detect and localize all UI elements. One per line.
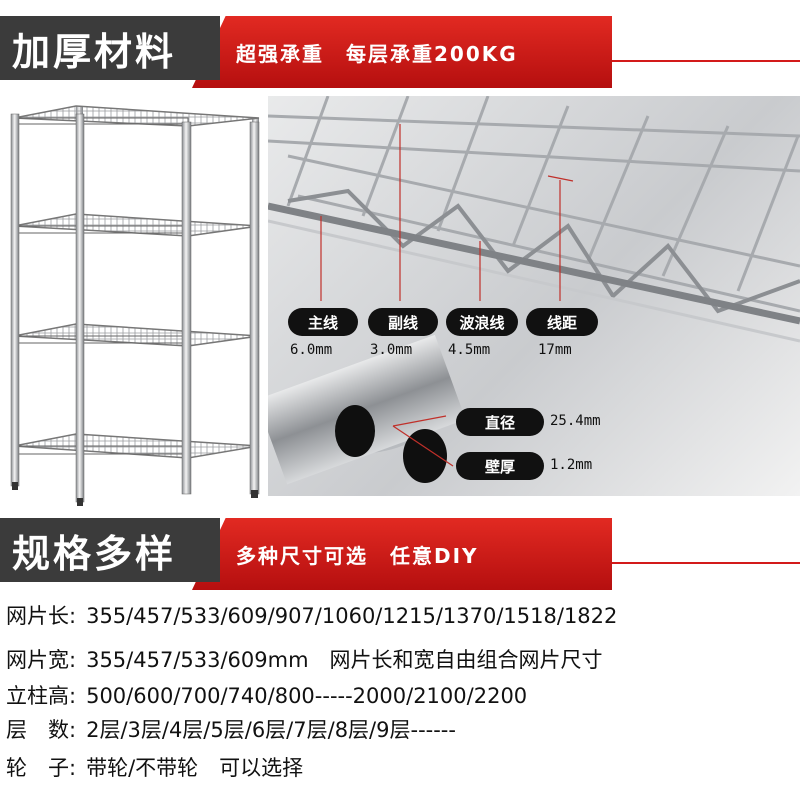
spec-row-pole-height: 立柱高: 500/600/700/740/800-----2000/2100/22… [6, 680, 527, 710]
spec-label: 立柱高: [6, 684, 77, 708]
banner-title: 加厚材料 [0, 16, 220, 80]
tube-spec-wall-label: 壁厚 [456, 452, 544, 480]
detail-photo-panel: 主线 副线 波浪线 线距 6.0mm 3.0mm 4.5mm 17mm 直径 2… [268, 96, 800, 496]
spec-label: 网片宽: [6, 648, 77, 672]
wire-spec-wave-label: 波浪线 [446, 308, 518, 336]
banner-subtitle: 多种尺寸可选 任意DIY [192, 518, 612, 590]
shelf-levels [13, 105, 260, 459]
spec-value: 500/600/700/740/800-----2000/2100/2200 [86, 684, 528, 708]
tube-spec-diameter-value: 25.4mm [550, 413, 601, 429]
wire-spec-sub-label: 副线 [368, 308, 438, 336]
tube-spec-wall-value: 1.2mm [550, 457, 593, 473]
wire-spec-spacing-value: 17mm [538, 342, 572, 358]
spec-value: 355/457/533/609mm 网片长和宽自由组合网片尺寸 [86, 648, 603, 672]
wire-spec-main-label: 主线 [288, 308, 358, 336]
banner-title: 规格多样 [0, 518, 220, 582]
wire-spec-wave-value: 4.5mm [448, 342, 491, 358]
spec-value: 2层/3层/4层/5层/6层/7层/8层/9层------ [86, 718, 456, 742]
banner-subtitle: 超强承重 每层承重200KG [192, 16, 612, 88]
wire-spec-main-value: 6.0mm [290, 342, 333, 358]
spec-row-wheels: 轮 子: 带轮/不带轮 可以选择 [6, 752, 303, 782]
spec-row-layers: 层 数: 2层/3层/4层/5层/6层/7层/8层/9层------ [6, 714, 456, 744]
spec-value: 带轮/不带轮 可以选择 [86, 756, 304, 780]
wire-spec-sub-value: 3.0mm [370, 342, 413, 358]
spec-value: 355/457/533/609/907/1060/1215/1370/1518/… [86, 604, 618, 628]
section-banner-material: 超强承重 每层承重200KG 加厚材料 [0, 12, 800, 88]
wire-spec-spacing-label: 线距 [526, 308, 598, 336]
wire-shelf-illustration [10, 105, 260, 506]
spec-row-mesh-width: 网片宽: 355/457/533/609mm 网片长和宽自由组合网片尺寸 [6, 644, 603, 674]
spec-label: 轮 子: [6, 756, 77, 780]
tube-spec-diameter-label: 直径 [456, 408, 544, 436]
spec-label: 层 数: [6, 718, 77, 742]
spec-row-mesh-length: 网片长: 355/457/533/609/907/1060/1215/1370/1… [6, 600, 617, 630]
section-banner-specs: 多种尺寸可选 任意DIY 规格多样 [0, 514, 800, 590]
wire-mesh-closeup [268, 96, 800, 485]
spec-label: 网片长: [6, 604, 77, 628]
